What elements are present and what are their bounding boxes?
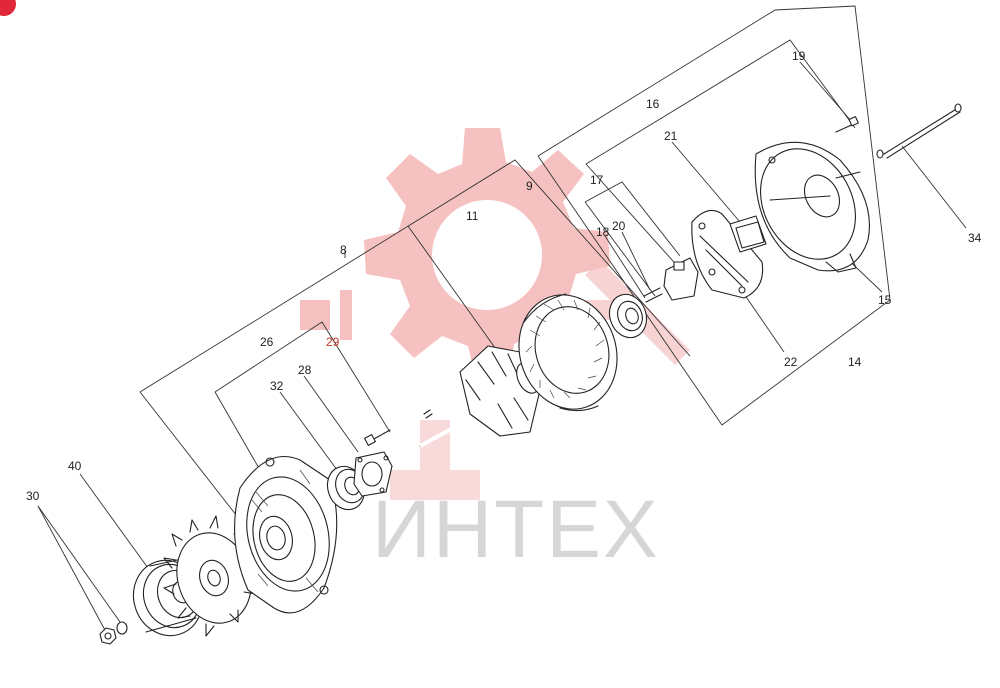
rear-housing-part [754,141,870,273]
leader-lines [37,5,967,633]
rectifier-part [691,209,764,299]
label-21: 21 [664,129,678,143]
screw-part [364,429,391,446]
label-30: 30 [26,489,40,503]
corner-badge [0,0,16,16]
label-19: 19 [792,49,806,63]
watermark-text: ИНТЕХ [372,484,660,575]
drive-end-housing-part [234,455,338,614]
label-32: 32 [270,379,284,393]
stator-part [518,293,618,412]
label-11: 11 [466,209,479,223]
through-bolt-part [876,103,962,159]
label-22: 22 [784,355,798,369]
rear-bearing-part [608,293,648,339]
label-34: 34 [968,231,982,245]
label-40: 40 [68,459,82,473]
part-number-labels: 8 9 11 14 15 16 17 18 19 20 21 22 26 28 … [26,49,982,503]
label-26: 26 [260,335,274,349]
label-14: 14 [848,355,862,369]
label-17: 17 [590,173,604,187]
label-16: 16 [646,97,660,111]
label-9: 9 [526,179,533,193]
label-28: 28 [298,363,312,377]
nut-washer-part [99,621,128,645]
retainer-plate-part [353,451,393,497]
label-15: 15 [878,293,892,307]
label-20: 20 [612,219,626,233]
regulator-part [729,215,767,253]
brush-holder-part [643,257,699,303]
small-screw-part [835,116,859,133]
label-29: 29 [326,335,340,349]
label-18: 18 [596,225,610,239]
label-8: 8 [340,243,347,257]
